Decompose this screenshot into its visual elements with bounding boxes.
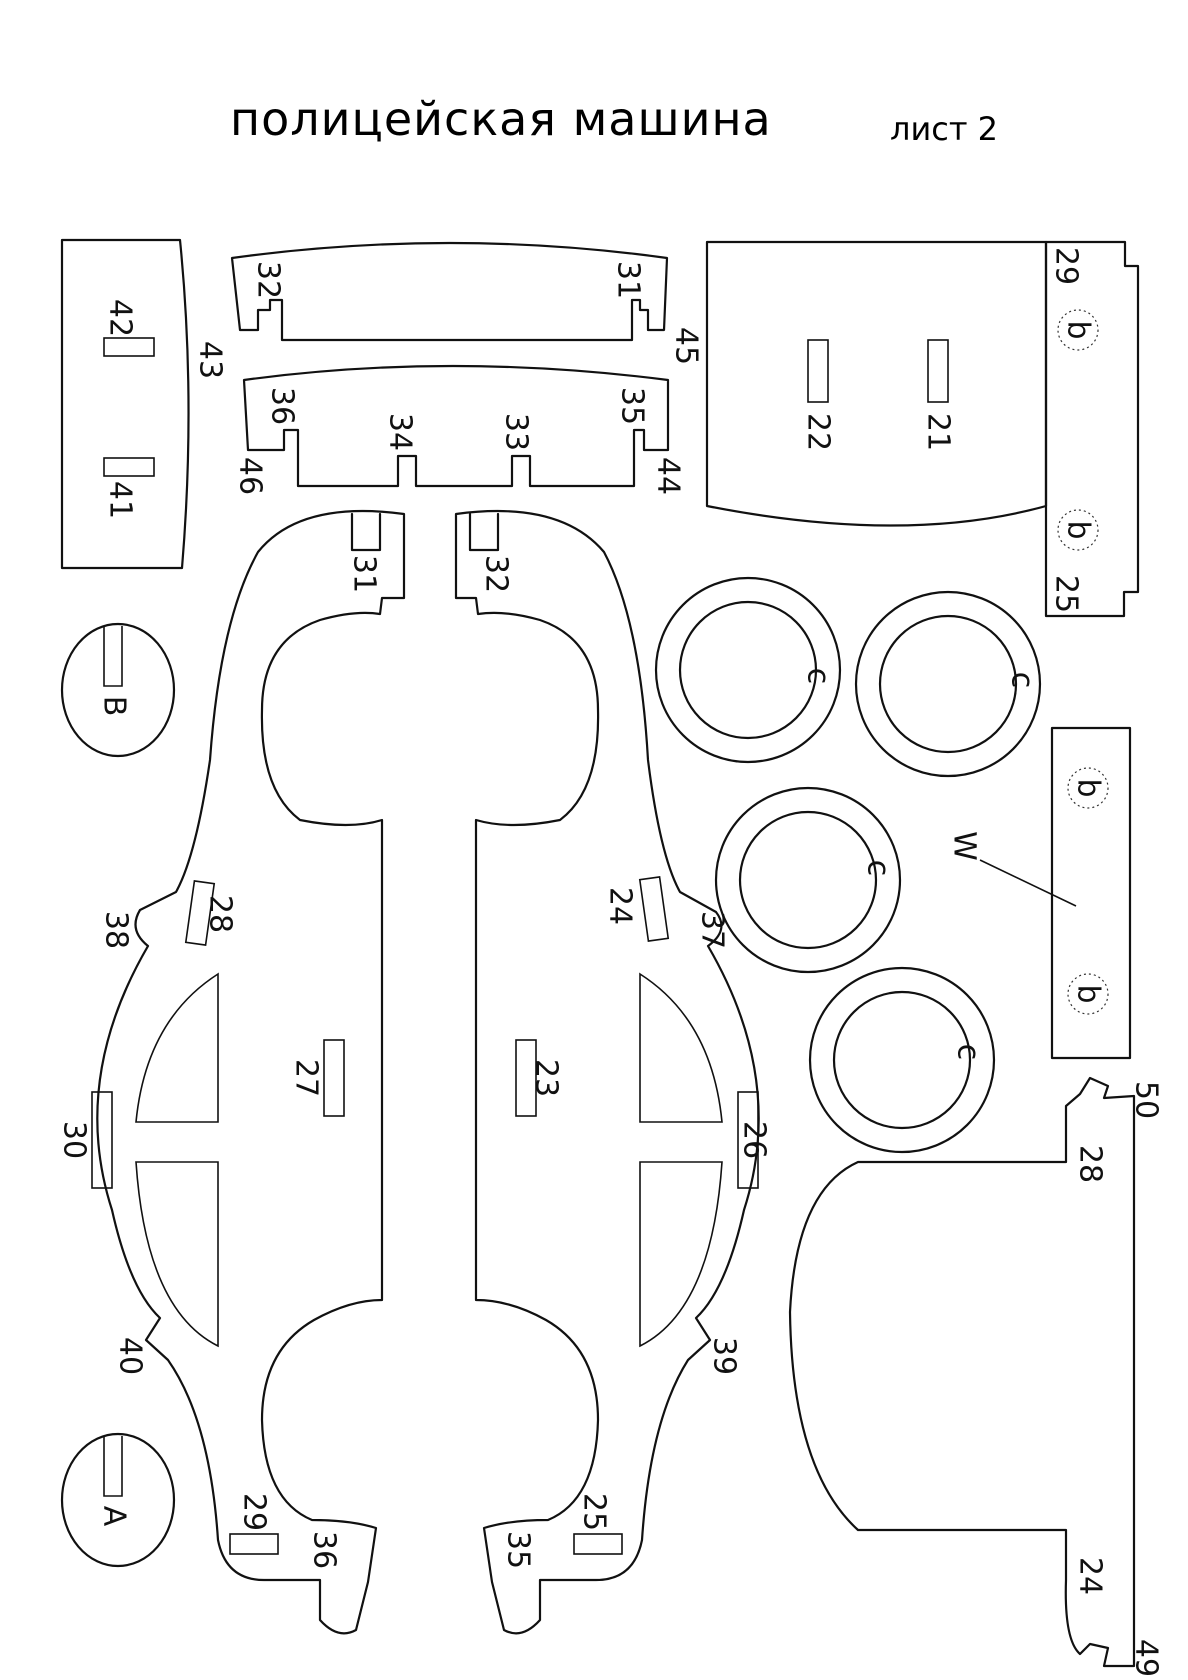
axle-bar: b b W (947, 726, 1132, 1060)
label-b: b (1061, 320, 1096, 339)
wheel-1: c (654, 576, 842, 764)
label-35: 35 (615, 387, 650, 425)
slot-23 (515, 1039, 537, 1117)
slot-22 (807, 339, 829, 403)
label-44: 44 (651, 457, 686, 495)
label-26: 26 (737, 1121, 772, 1159)
label-42: 42 (103, 299, 138, 337)
wheel-3: c (714, 786, 902, 974)
roof-plate: 42 41 (60, 238, 190, 570)
label-29: 29 (237, 1493, 272, 1531)
label-A: A (97, 1506, 132, 1527)
bumper-strip: b b 29 25 (1044, 240, 1140, 618)
slot-24 (638, 876, 670, 942)
page-title: полицейская машина (230, 92, 772, 146)
label-32: 32 (251, 261, 286, 299)
dowel-mark (1067, 973, 1109, 1015)
oval-piece-B: B (60, 622, 176, 758)
slot-25 (573, 1533, 623, 1555)
label-c: c (1005, 672, 1040, 689)
label-30: 30 (57, 1121, 92, 1159)
label-c: c (861, 860, 896, 877)
slot-21 (927, 339, 949, 403)
label-36: 36 (307, 1531, 342, 1569)
label-38: 38 (99, 911, 134, 949)
oval-piece-A: A (60, 1432, 176, 1568)
label-28: 28 (1073, 1145, 1108, 1183)
hood-panel: 22 21 (705, 240, 1048, 527)
label-31: 31 (347, 555, 382, 593)
label-24: 24 (603, 887, 638, 925)
slot-27 (323, 1039, 345, 1117)
slot-26 (737, 1091, 759, 1189)
label-45: 45 (669, 327, 704, 365)
label-46: 46 (233, 457, 268, 495)
chassis-piece: 28 24 50 49 (788, 1076, 1164, 1677)
label-39: 39 (707, 1337, 742, 1375)
label-23: 23 (529, 1059, 564, 1097)
label-21: 21 (921, 413, 956, 451)
slot-28 (184, 880, 216, 946)
label-c: c (801, 668, 836, 685)
second-strip: 36 34 33 35 46 44 (233, 364, 686, 495)
label-22: 22 (801, 413, 836, 451)
label-41: 41 (103, 481, 138, 519)
upper-strip: 32 31 43 45 (193, 241, 704, 379)
label-34: 34 (383, 413, 418, 451)
label-32: 32 (479, 555, 514, 593)
label-37: 37 (695, 911, 730, 949)
label-b: b (1061, 520, 1096, 539)
left-body-side: 31 28 38 27 30 40 29 36 (57, 509, 406, 1635)
slot-29 (229, 1533, 279, 1555)
label-29: 29 (1049, 247, 1084, 285)
dowel-mark (1067, 767, 1109, 809)
label-b: b (1071, 778, 1106, 797)
pointer-line (979, 859, 1077, 907)
dowel-mark (1057, 309, 1099, 351)
slot-41 (103, 457, 155, 477)
slot-42 (103, 337, 155, 357)
label-40: 40 (113, 1337, 148, 1375)
label-W: W (947, 831, 982, 861)
label-28: 28 (203, 895, 238, 933)
right-body-side: 32 24 37 23 26 39 25 35 (454, 509, 772, 1635)
label-35: 35 (501, 1531, 536, 1569)
wheel-2: c (854, 590, 1042, 778)
dowel-mark (1057, 509, 1099, 551)
label-43: 43 (193, 341, 228, 379)
label-24: 24 (1073, 1557, 1108, 1595)
slot-30 (91, 1091, 113, 1189)
label-b: b (1071, 984, 1106, 1003)
label-B: B (97, 696, 132, 717)
wheel-4: c (808, 966, 996, 1154)
sheet-number: лист 2 (890, 110, 999, 148)
label-36: 36 (265, 387, 300, 425)
label-33: 33 (499, 413, 534, 451)
label-c: c (951, 1044, 986, 1061)
label-31: 31 (611, 261, 646, 299)
label-27: 27 (289, 1059, 324, 1097)
label-50: 50 (1129, 1081, 1164, 1119)
label-25: 25 (577, 1493, 612, 1531)
label-25: 25 (1049, 575, 1084, 613)
label-49: 49 (1129, 1639, 1164, 1677)
